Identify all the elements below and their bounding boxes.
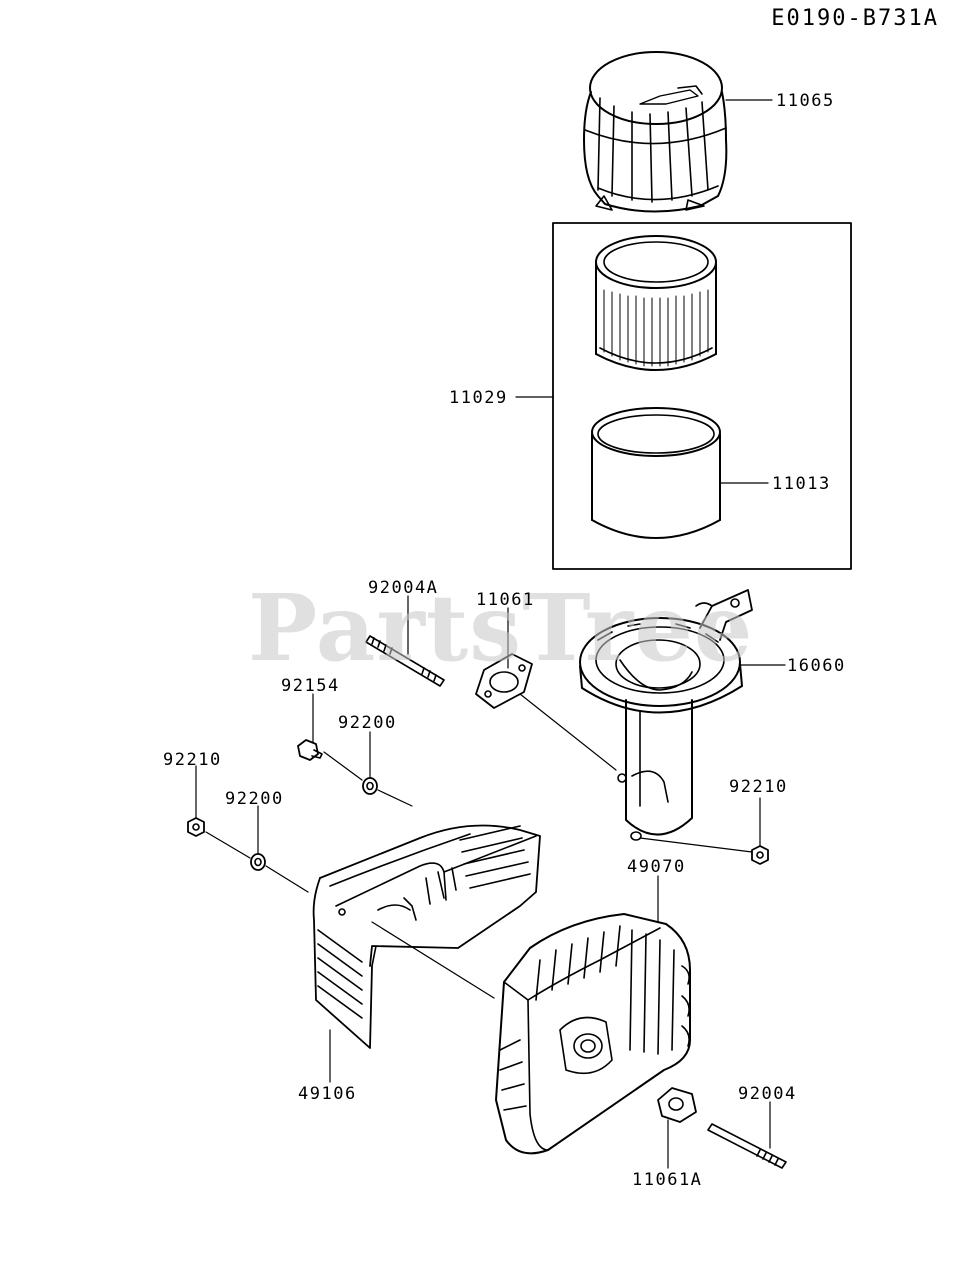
callout-49070[interactable]: 49070 xyxy=(627,857,686,877)
nut-92210-b xyxy=(751,845,769,865)
bolt-92154 xyxy=(297,739,323,761)
nut-92210-a xyxy=(187,817,205,837)
gasket-11061 xyxy=(475,653,533,709)
callout-11013[interactable]: 11013 xyxy=(772,474,831,494)
diagram-code: E0190-B731A xyxy=(771,6,939,31)
pre-cleaner xyxy=(591,407,721,539)
callout-92210-a[interactable]: 92210 xyxy=(163,750,222,770)
callout-11061[interactable]: 11061 xyxy=(476,590,535,610)
callout-49106[interactable]: 49106 xyxy=(298,1084,357,1104)
callout-92210-b[interactable]: 92210 xyxy=(729,777,788,797)
air-cleaner-base xyxy=(579,589,753,841)
callout-11061A[interactable]: 11061A xyxy=(632,1170,703,1190)
washer-92200-a xyxy=(362,777,378,795)
watermark: PartsTree xyxy=(248,574,754,682)
washer-92200-b xyxy=(250,853,266,871)
stud-92004A xyxy=(365,635,445,687)
gasket-11061A xyxy=(657,1087,697,1123)
leader-lines xyxy=(195,99,786,1169)
filter-element xyxy=(595,235,717,371)
callout-11065[interactable]: 11065 xyxy=(776,91,835,111)
callout-92200-b[interactable]: 92200 xyxy=(225,789,284,809)
callout-16060[interactable]: 16060 xyxy=(787,656,846,676)
callout-92154[interactable]: 92154 xyxy=(281,676,340,696)
muffler xyxy=(495,913,691,1155)
muffler-cover xyxy=(312,824,541,1049)
callout-92004[interactable]: 92004 xyxy=(738,1084,797,1104)
air-cleaner-cover xyxy=(583,51,728,213)
kit-box xyxy=(552,222,852,570)
callout-92200-a[interactable]: 92200 xyxy=(338,713,397,733)
callout-92004A[interactable]: 92004A xyxy=(368,578,439,598)
stud-92004 xyxy=(707,1123,787,1169)
callout-11029[interactable]: 11029 xyxy=(449,388,508,408)
